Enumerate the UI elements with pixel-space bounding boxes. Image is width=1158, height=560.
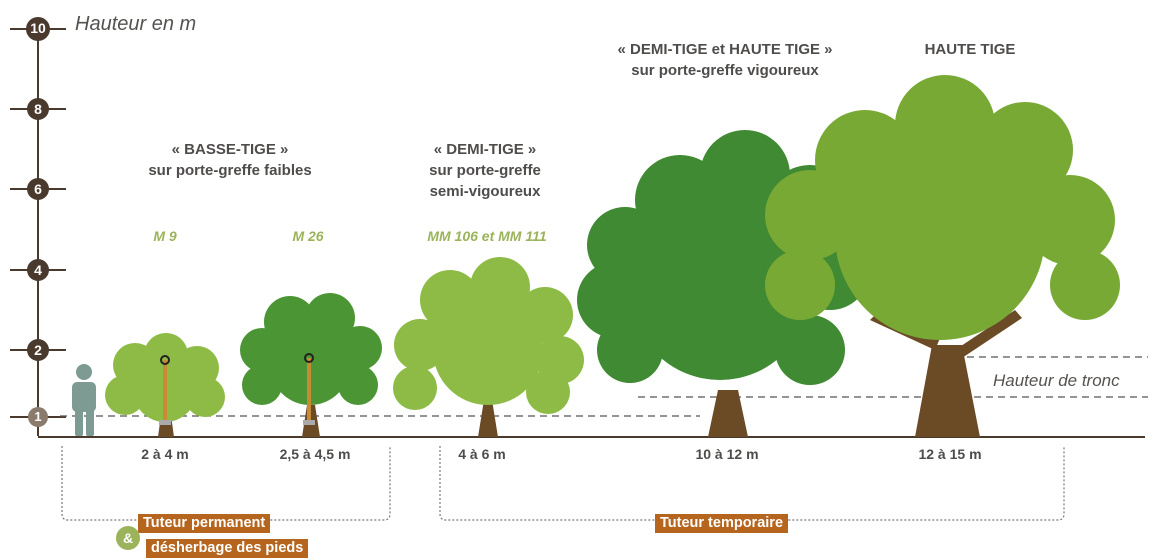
heading-demi-haute-title: « DEMI-TIGE et HAUTE TIGE » — [617, 41, 833, 58]
rootstock-m9: M 9 — [153, 228, 177, 244]
axis-tick-label-2: 2 — [34, 342, 42, 358]
tag-tuteur-temporaire: Tuteur temporaire — [655, 514, 789, 533]
tag-tuteur-permanent: Tuteur permanent — [138, 514, 271, 533]
spread-tree-m26: 2,5 à 4,5 m — [279, 446, 351, 462]
heading-demi-tige-subtitle-2: semi-vigoureux — [429, 183, 541, 200]
axis-tick-4 — [10, 259, 66, 281]
heading-demi-tige: « DEMI-TIGE » sur porte-greffe semi-vigo… — [400, 139, 570, 202]
spread-tree-m9: 2 à 4 m — [141, 446, 189, 462]
rootstock-m26: M 26 — [292, 228, 324, 244]
rootstock-mm106-mm111: MM 106 et MM 111 — [427, 228, 547, 244]
tree-m9 — [105, 333, 225, 437]
axis-tick-1 — [10, 407, 66, 427]
heading-demi-haute-subtitle: sur porte-greffe vigoureux — [631, 62, 819, 79]
person-silhouette — [72, 364, 96, 436]
heading-basse-tige-title: « BASSE-TIGE » — [171, 141, 289, 158]
tree-m26 — [240, 293, 382, 437]
axis-tick-label-1: 1 — [34, 409, 42, 424]
axis-tick-8 — [10, 98, 66, 120]
bracket-right — [439, 446, 1065, 521]
axis-tick-6 — [10, 178, 66, 200]
axis-tick-label-4: 4 — [34, 262, 42, 278]
bracket-left — [61, 446, 391, 521]
heading-demi-haute: « DEMI-TIGE et HAUTE TIGE » sur porte-gr… — [570, 39, 880, 81]
ampersand-badge: & — [116, 526, 140, 550]
tag-desherbage: désherbage des pieds — [146, 539, 309, 558]
trunk-height-label: Hauteur de tronc — [993, 371, 1120, 390]
axis-title: Hauteur en m — [75, 13, 197, 35]
spread-tree-mm106: 4 à 6 m — [458, 446, 506, 462]
heading-haute-tige: HAUTE TIGE — [924, 41, 1016, 58]
axis-tick-2 — [10, 339, 66, 361]
spread-tree-demi-haute: 10 à 12 m — [695, 446, 759, 462]
tree-mm106 — [393, 257, 584, 437]
axis-tick-10 — [10, 17, 66, 41]
heading-demi-tige-subtitle-1: sur porte-greffe — [429, 162, 541, 179]
heading-basse-tige-subtitle: sur porte-greffe faibles — [148, 162, 312, 179]
axis-tick-label-6: 6 — [34, 181, 42, 197]
tree-haute-tige — [765, 75, 1120, 437]
spread-tree-haute-tige: 12 à 15 m — [918, 446, 982, 462]
axis-tick-label-8: 8 — [34, 101, 42, 117]
heading-demi-tige-title: « DEMI-TIGE » — [433, 141, 537, 158]
heading-basse-tige: « BASSE-TIGE » sur porte-greffe faibles — [110, 139, 350, 181]
axis-tick-label-10: 10 — [30, 20, 46, 36]
